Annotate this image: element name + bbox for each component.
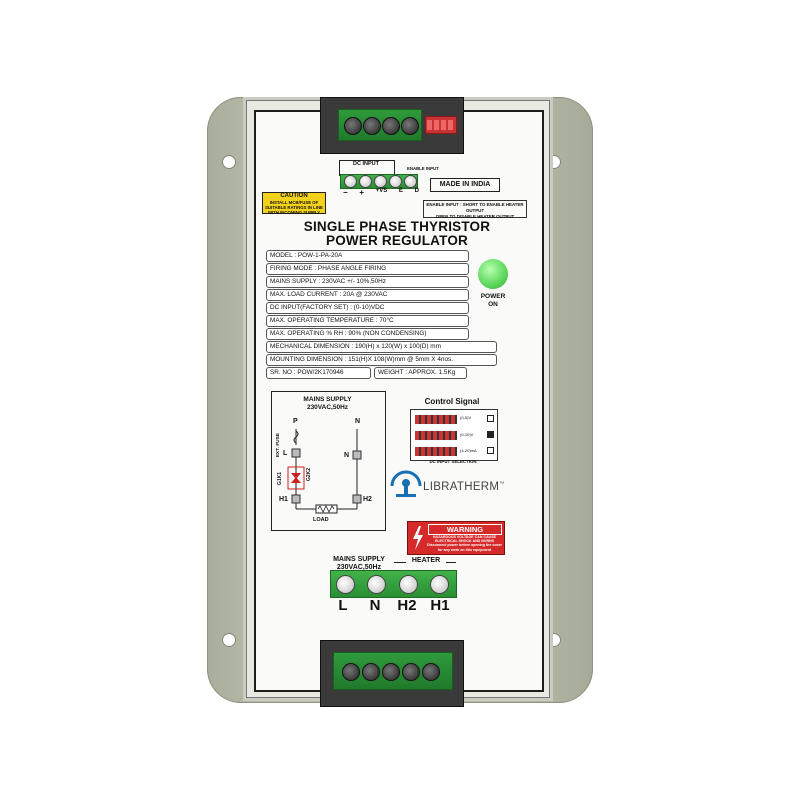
- libratherm-logo-icon: [390, 470, 422, 497]
- term-h1: H1: [430, 597, 450, 614]
- signal-opt-4-20ma: (4-20)mA: [460, 448, 477, 453]
- term-n: N: [369, 597, 381, 614]
- enable-note: ENABLE INPUT : SHORT TO ENABLE HEATER OU…: [423, 200, 527, 219]
- mount-hole-bottom-right: [547, 633, 561, 647]
- serial-number: SR. NO : POW/2K170946: [266, 367, 371, 379]
- dc-terminal-signs: − + +VS E D: [343, 188, 419, 197]
- control-signal-selector[interactable]: (0-5)V (0-10)V (4-20)mA: [410, 409, 498, 461]
- spec-line: MAX. OPERATING % RH : 90% (NON CONDENSIN…: [266, 328, 469, 340]
- dc-input-label: DC INPUT: [353, 161, 379, 167]
- control-signal-title: Control Signal: [424, 397, 480, 406]
- sign-plus: +: [359, 188, 365, 197]
- diagram-n-top: N: [355, 418, 361, 425]
- diagram-h2: H2: [363, 496, 372, 503]
- sign-d: D: [414, 188, 419, 194]
- mains-supply-label: MAINS SUPPLY 230VAC,50Hz: [333, 556, 385, 571]
- diagram-g1k1: G1K1: [277, 472, 283, 486]
- spec-line: MAINS SUPPLY : 230VAC +/- 10%,50Hz: [266, 276, 469, 288]
- spec-line: MAX. OPERATING TEMPERATURE : 70°C: [266, 315, 469, 327]
- weight: WEIGHT : APPROX. 1.5Kg: [374, 367, 467, 379]
- heater-label: HEATER: [406, 557, 446, 564]
- spec-line: MECHANICAL DIMENSION : 190(H) x 120(W) x…: [266, 341, 497, 353]
- term-h2: H2: [397, 597, 417, 614]
- spec-line: DC INPUT(FACTORY SET) : (0-10)VDC: [266, 302, 469, 314]
- dc-input-terminals: [340, 174, 418, 189]
- diagram-title: MAINS SUPPLY 230VAC,50Hz: [303, 396, 352, 411]
- signal-opt-0-5v: (0-5)V: [460, 415, 472, 420]
- term-l: L: [338, 597, 348, 614]
- sign-minus: −: [343, 188, 348, 197]
- lightning-icon: [413, 526, 423, 550]
- made-in-india: MADE IN INDIA: [430, 178, 500, 192]
- power-terminal-block: [330, 570, 457, 598]
- dc-input-selection-label: DC INPUT SELECTION: [429, 459, 477, 464]
- brand-name: LIBRATHERM™: [423, 481, 505, 493]
- power-on-label: POWER ON: [480, 293, 506, 308]
- warning-title: WARNING: [428, 524, 502, 535]
- sign-vs: +VS: [375, 188, 388, 194]
- product-title-line2: POWER REGULATOR: [325, 233, 468, 248]
- sign-e: E: [398, 188, 403, 194]
- diagram-p: P: [293, 418, 298, 425]
- diagram-lines: [287, 429, 362, 514]
- wiring-diagram: [271, 391, 386, 531]
- top-terminal-block: [338, 109, 422, 141]
- product-title-line1: SINGLE PHASE THYRISTOR: [303, 219, 491, 234]
- diagram-g2k2: G2K2: [306, 468, 312, 482]
- mount-hole-bottom-left: [222, 633, 236, 647]
- warning-sticker: WARNING HAZARDOUS VOLTAGE CAN CAUSE ELEC…: [407, 521, 505, 555]
- diagram-n: N: [344, 452, 350, 459]
- diagram-h1: H1: [279, 496, 288, 503]
- spec-line: MAX. LOAD CURRENT : 20A @ 230VAC: [266, 289, 469, 301]
- spec-line: MOUNTING DIMENSION : 151(H)X 108(W)mm @ …: [266, 354, 497, 366]
- dip-switch[interactable]: [425, 116, 457, 134]
- spec-line: FIRING MODE : PHASE ANGLE FIRING: [266, 263, 469, 275]
- warning-text: HAZARDOUS VOLTAGE CAN CAUSE ELECTRICAL S…: [427, 535, 502, 552]
- mount-hole-top-left: [222, 155, 236, 169]
- enable-input-label: ENABLE INPUT: [407, 166, 439, 171]
- mount-hole-top-right: [547, 155, 561, 169]
- power-led: [478, 259, 508, 289]
- caution-sticker: CAUTION INSTALL MCB/FUSE OF SUITABLE RAT…: [262, 192, 326, 215]
- signal-opt-0-10v: (0-10)V: [460, 432, 474, 437]
- spec-line: MODEL : POW-1-PA-20A: [266, 250, 469, 262]
- bottom-terminal-block: [333, 652, 453, 690]
- diagram-load: LOAD: [313, 517, 329, 523]
- diagram-l: L: [283, 450, 288, 457]
